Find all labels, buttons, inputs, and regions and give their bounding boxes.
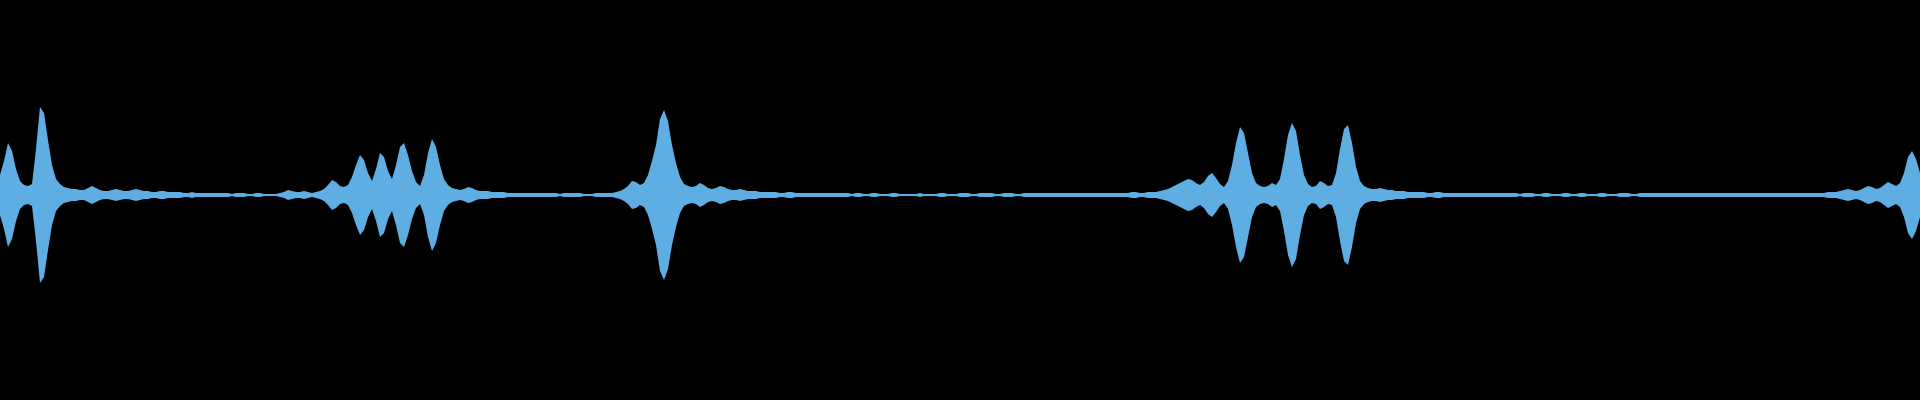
waveform-baseline-axis (0, 194, 1920, 196)
